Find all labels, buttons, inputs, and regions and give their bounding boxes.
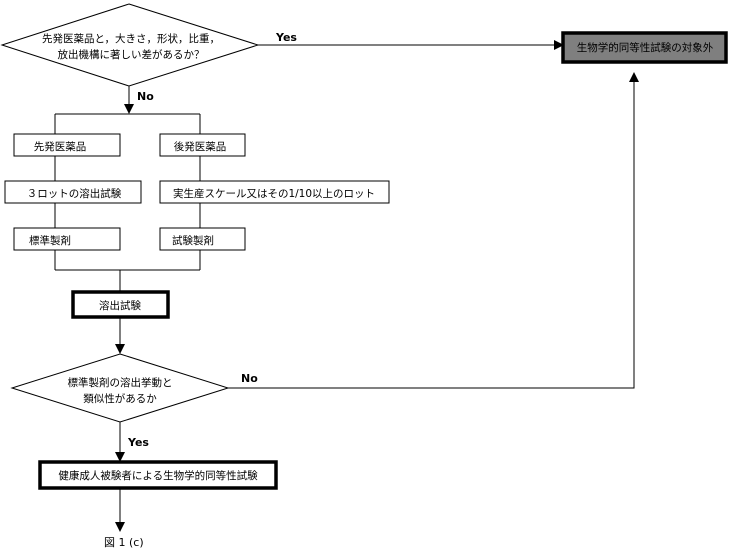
no-label-top: No [137,90,154,103]
standard-formulation-box: 標準製剤 [29,234,71,247]
decision1-line1: 先発医薬品と，大きさ，形状，比重， [42,32,220,45]
bioequivalence-study-box: 健康成人被験者による生物学的同等性試験 [38,460,278,490]
dissolution-test-box: 溶出試験 [71,290,170,319]
bioequivalence-study-label: 健康成人被験者による生物学的同等性試験 [58,469,258,482]
out-of-scope-label: 生物学的同等性試験の対象外 [577,41,714,54]
generic-product-header: 後発医薬品 [174,140,227,153]
figure-caption: 図 1 (c) [104,536,144,549]
decision-dissolution-similarity: 標準製剤の溶出挙動と 類似性があるか [10,353,230,423]
decision-size-shape-density: 先発医薬品と，大きさ，形状，比重， 放出機構に著しい差があるか？ [0,3,260,87]
reference-product-header: 先発医薬品 [34,140,87,153]
three-lot-dissolution-step: ３ロットの溶出試験 [27,187,122,200]
generic-product-column: 後発医薬品 実生産スケール又はその1/10以上のロット 試験製剤 [159,133,390,270]
dissolution-test-label: 溶出試験 [99,299,141,312]
out-of-scope-box: 生物学的同等性試験の対象外 [561,31,728,64]
no-arrow-to-out-of-scope [228,72,639,389]
production-scale-lot-step: 実生産スケール又はその1/10以上のロット [173,187,375,200]
test-formulation-box: 試験製剤 [172,234,214,247]
decision1-line2: 放出機構に著しい差があるか？ [58,48,205,61]
reference-product-column: 先発医薬品 ３ロットの溶出試験 標準製剤 [4,133,142,270]
decision2-line1: 標準製剤の溶出挙動と [68,376,173,389]
decision2-line2: 類似性があるか [83,392,157,405]
no-label-decision2: No [241,372,258,385]
yes-label-top: Yes [275,31,297,44]
yes-label-decision2: Yes [127,436,149,449]
